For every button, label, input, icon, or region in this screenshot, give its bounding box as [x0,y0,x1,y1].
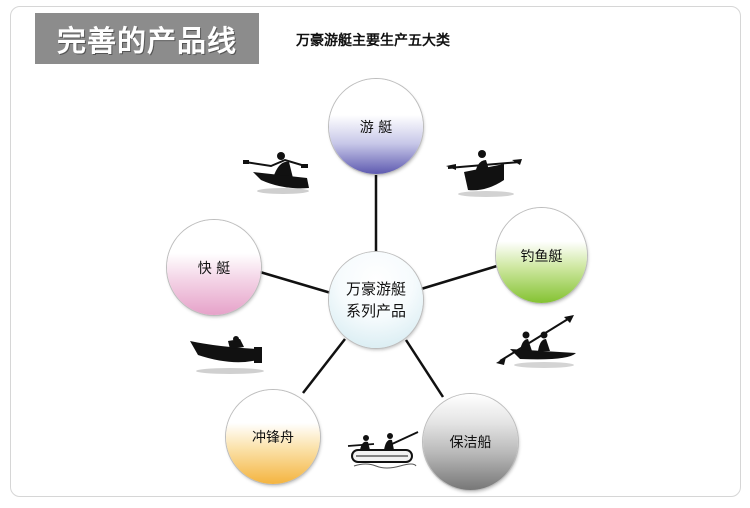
node-yacht: 游 艇 [329,79,423,174]
center-node-line2: 系列产品 [346,300,406,322]
fishing-kayak-icon [496,315,580,371]
kayak-icon [243,148,311,194]
connector-clean [406,340,443,397]
node-cleaning-boat-label: 保洁船 [450,432,492,452]
connector-assault [303,339,345,393]
node-speedboat-label: 快 艇 [198,258,230,278]
inflatable-raft-icon [346,426,420,472]
node-cleaning-boat: 保洁船 [423,394,518,490]
connector-fishing [421,266,497,289]
center-node: 万豪游艇 系列产品 [329,252,423,348]
connector-speed [260,272,331,293]
node-speedboat: 快 艇 [167,220,261,315]
node-assault-boat-label: 冲锋舟 [252,427,294,447]
node-yacht-label: 游 艇 [360,117,392,137]
node-fishing-boat: 钓鱼艇 [496,208,587,303]
node-fishing-boat-label: 钓鱼艇 [521,246,563,266]
speedboat-icon [188,333,268,379]
center-node-line1: 万豪游艇 [346,278,406,300]
kayak-paddler-icon [446,146,522,198]
node-assault-boat: 冲锋舟 [226,390,320,484]
